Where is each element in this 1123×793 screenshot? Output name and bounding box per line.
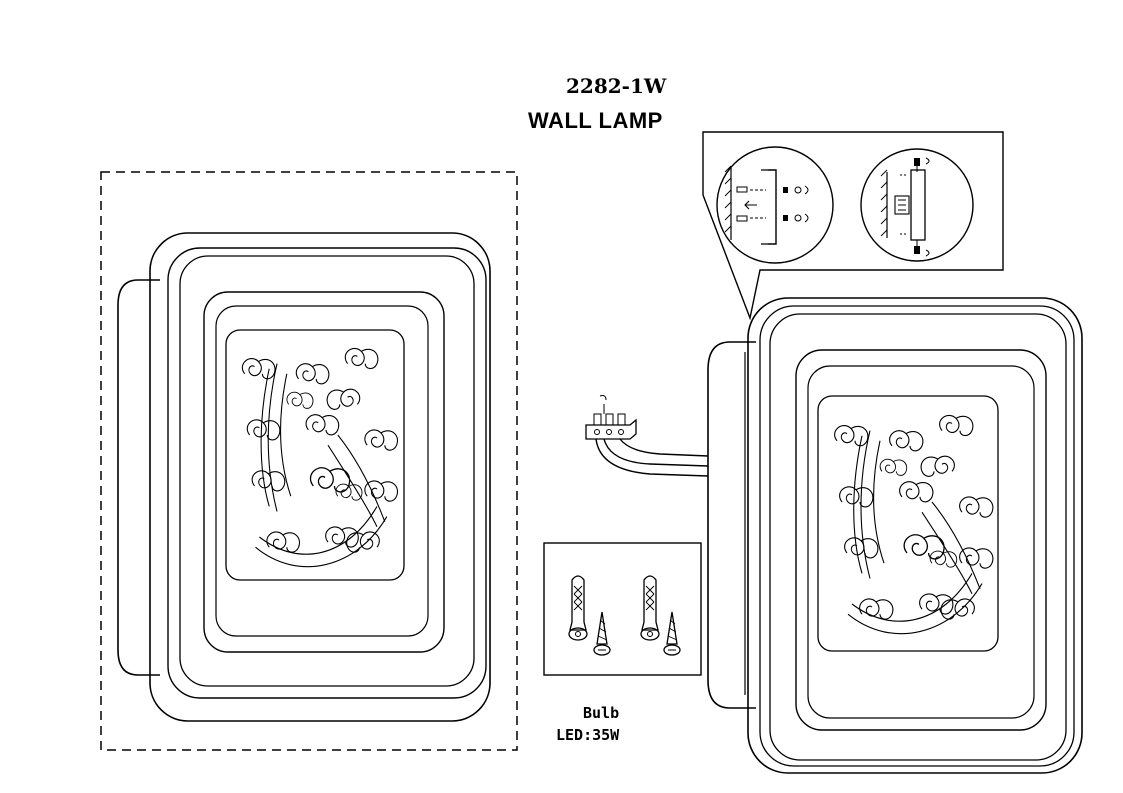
product-name: WALL LAMP bbox=[528, 108, 663, 133]
bulb-spec: LED:35W bbox=[556, 726, 620, 744]
bulb-label: Bulb bbox=[583, 704, 620, 722]
screw-icon bbox=[663, 611, 681, 656]
mounting-detail-callout bbox=[702, 131, 1004, 321]
inner-frame bbox=[203, 291, 445, 653]
back-plate bbox=[117, 279, 160, 676]
mounting-bracket-icon bbox=[768, 169, 777, 245]
wall-anchor-icon bbox=[568, 575, 588, 641]
terminal-block-icon bbox=[894, 195, 910, 215]
cloud-pattern-3d bbox=[835, 415, 993, 633]
perspective-view bbox=[707, 297, 1083, 774]
bracket-detail bbox=[716, 146, 834, 264]
inner-ring bbox=[215, 305, 429, 637]
decorative-panel bbox=[225, 329, 405, 581]
fixing-detail bbox=[860, 148, 974, 262]
wall-anchor-icon bbox=[640, 575, 660, 641]
outer-frame bbox=[149, 232, 491, 722]
decorative-panel-3d bbox=[817, 395, 999, 652]
frame-ring-3 bbox=[179, 255, 475, 687]
outer-frame-3d bbox=[747, 297, 1083, 774]
front-view bbox=[100, 171, 518, 751]
frame-ring-2 bbox=[167, 247, 487, 699]
screw-icon bbox=[593, 611, 611, 656]
back-plate-side bbox=[707, 341, 756, 709]
inner-frame-3d bbox=[795, 349, 1047, 731]
dimension-boundary bbox=[100, 171, 518, 751]
wiring-terminal bbox=[585, 395, 709, 477]
model-number: 2282-1W bbox=[566, 74, 667, 98]
hardware-box bbox=[543, 542, 702, 676]
cloud-pattern bbox=[242, 348, 397, 566]
